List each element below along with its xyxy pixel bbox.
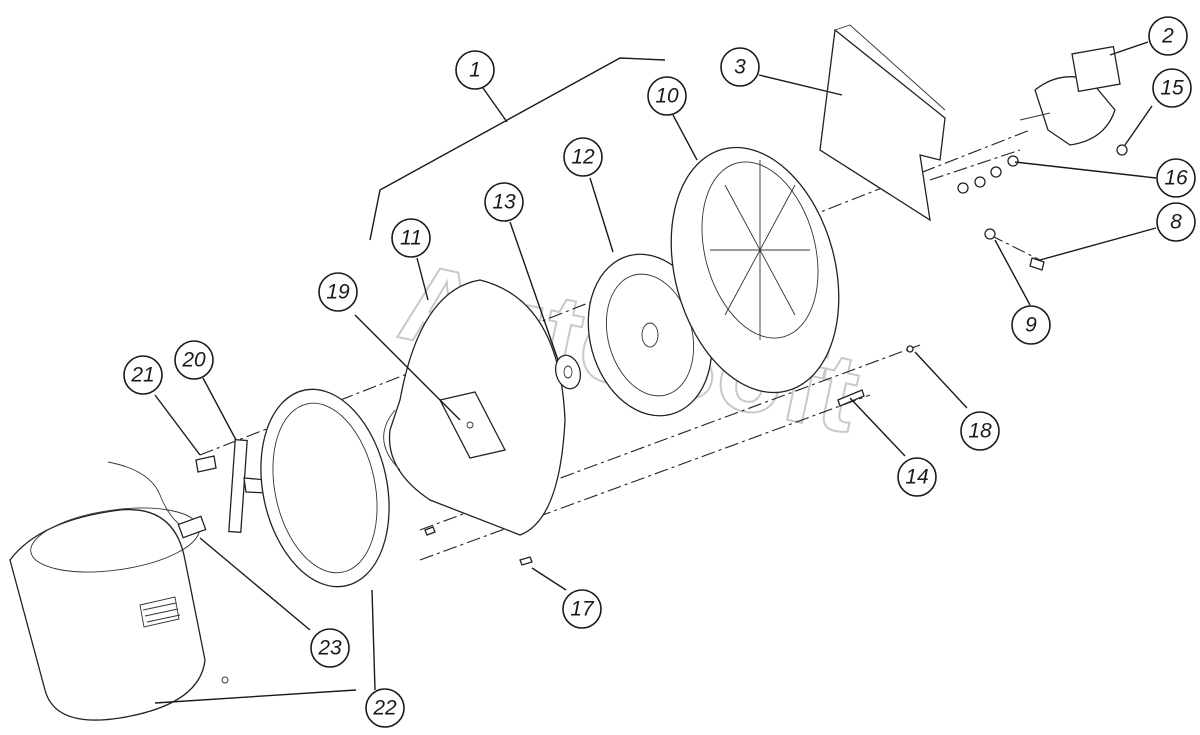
callout-23: 23: [310, 628, 350, 668]
callout-22: 22: [365, 688, 405, 728]
callout-8: 8: [1156, 202, 1196, 242]
svg-text:23: 23: [317, 637, 342, 660]
cylinder-cover-part: [9, 507, 229, 721]
plate-part: [439, 391, 506, 459]
callout-11: 11: [391, 218, 431, 258]
callout-9: 9: [1011, 305, 1051, 345]
svg-text:11: 11: [400, 227, 422, 250]
callout-2: 2: [1148, 16, 1188, 56]
svg-text:15: 15: [1160, 77, 1184, 100]
callout-13: 13: [484, 182, 524, 222]
svg-text:13: 13: [492, 191, 516, 214]
svg-text:16: 16: [1164, 167, 1188, 190]
callout-12: 12: [563, 137, 603, 177]
callout-17: 17: [562, 589, 602, 629]
hub-part: [554, 354, 582, 390]
svg-text:9: 9: [1025, 314, 1037, 337]
sensor-cable-part: [107, 461, 207, 539]
svg-text:20: 20: [181, 349, 206, 372]
svg-text:14: 14: [905, 466, 928, 489]
svg-text:18: 18: [968, 420, 992, 443]
gasket-ring-part: [260, 388, 390, 588]
callout-16: 16: [1156, 158, 1196, 198]
callout-10: 10: [647, 76, 687, 116]
callout-18: 18: [960, 411, 1000, 451]
svg-text:1: 1: [469, 59, 481, 82]
assembly-1-bracket: [369, 57, 666, 241]
svg-text:22: 22: [372, 697, 397, 720]
leader-lines: [154, 41, 1157, 704]
callout-21: 21: [123, 355, 163, 395]
callout-1: 1: [455, 50, 495, 90]
svg-text:12: 12: [571, 146, 595, 169]
callout-15: 15: [1152, 68, 1192, 108]
svg-text:17: 17: [570, 598, 595, 621]
callout-19: 19: [318, 272, 358, 312]
motor-part: [1019, 45, 1121, 146]
callout-3: 3: [720, 47, 760, 87]
svg-text:2: 2: [1161, 25, 1174, 48]
mounting-plate-part: [819, 24, 946, 222]
callout-14: 14: [897, 457, 937, 497]
svg-text:19: 19: [326, 281, 350, 304]
bolt-21-part: [195, 455, 217, 473]
fan-shroud-part: [670, 146, 840, 394]
svg-text:8: 8: [1170, 211, 1182, 234]
svg-text:21: 21: [130, 364, 154, 387]
callout-20: 20: [174, 340, 214, 380]
hardware-parts: [424, 144, 1128, 566]
svg-text:10: 10: [655, 85, 679, 108]
svg-text:3: 3: [734, 56, 746, 79]
